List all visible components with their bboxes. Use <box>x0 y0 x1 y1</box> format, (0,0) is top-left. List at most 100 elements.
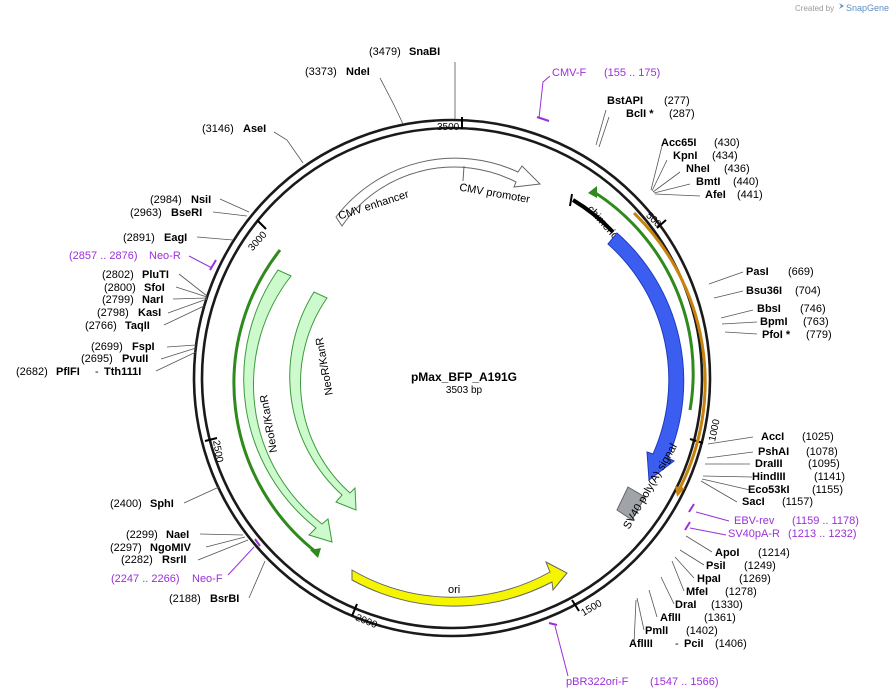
site-pmli-name[interactable]: PmlI <box>645 625 668 637</box>
credit-prefix: Created by <box>795 4 834 13</box>
primer-sv40pa-r[interactable]: SV40pA-R (1213 .. 1232) <box>684 521 857 540</box>
site-bseri-name[interactable]: BseRI <box>171 207 202 219</box>
site-rsrii-name[interactable]: RsrII <box>162 554 186 566</box>
site-apoi-name[interactable]: ApoI <box>715 547 739 559</box>
site-naei-name[interactable]: NaeI <box>166 529 189 541</box>
snapgene-logo-icon <box>839 3 844 9</box>
site-pluti-name[interactable]: PluTI <box>142 269 169 281</box>
site-nhei-name[interactable]: NheI <box>686 163 710 175</box>
site-acc65i-name[interactable]: Acc65I <box>661 137 696 149</box>
primer-pbr322ori-f-bar <box>548 622 558 626</box>
site-nari-name[interactable]: NarI <box>142 294 163 306</box>
site-sfoi-name[interactable]: SfoI <box>144 282 165 294</box>
primer-ebv-rev-range: (1159 .. 1178) <box>792 515 859 527</box>
site-sphi-pos: (2400) <box>110 498 142 510</box>
credit-brand: SnapGene <box>846 3 889 13</box>
site-ngomiv-pos: (2297) <box>110 542 142 554</box>
site-kpni-pos: (434) <box>712 150 738 162</box>
plasmid-length: 3503 bp <box>446 385 483 396</box>
site-afliii-name[interactable]: AflIII <box>629 638 653 650</box>
site-kpni-name[interactable]: KpnI <box>673 150 697 162</box>
sv40-signal-box[interactable] <box>616 486 646 521</box>
site-psii-pos: (1249) <box>744 560 776 572</box>
tick-label-1000: 1000 <box>707 418 722 442</box>
site-bpmi-name[interactable]: BpmI <box>760 316 788 328</box>
orf-green-left-arrowhead <box>310 548 321 558</box>
site-afei-name[interactable]: AfeI <box>705 189 726 201</box>
site-bsrbi-name[interactable]: BsrBI <box>210 593 239 605</box>
site-mfei-name[interactable]: MfeI <box>686 586 708 598</box>
site-sphi-name[interactable]: SphI <box>150 498 174 510</box>
site-pflfi-pos: (2682) <box>16 366 48 378</box>
site-hindiii-name[interactable]: HindIII <box>752 471 786 483</box>
primer-ebv-rev[interactable]: EBV-rev (1159 .. 1178) <box>688 503 859 527</box>
site-pflfi-sep: - <box>95 366 99 378</box>
chimeric-intron-bar[interactable] <box>571 198 615 234</box>
site-bsu36i-name[interactable]: Bsu36I <box>746 285 782 297</box>
site-kasi-name[interactable]: KasI <box>138 307 161 319</box>
neor-kanr-inner-label: NeoR/KanR <box>314 336 336 396</box>
primer-neo-f[interactable]: (2247 .. 2266) Neo-F <box>111 538 261 585</box>
site-ngomiv-name[interactable]: NgoMIV <box>150 542 192 554</box>
site-pflfi-name[interactable]: PflFI <box>56 366 80 378</box>
neor-kanr-outer-arrow[interactable] <box>243 269 333 543</box>
site-pasi-name[interactable]: PasI <box>746 266 769 278</box>
site-draiii-name[interactable]: DraIII <box>755 458 783 470</box>
site-fspi-name[interactable]: FspI <box>132 341 155 353</box>
site-taqii-pos: (2766) <box>85 320 117 332</box>
site-bsu36i-pos: (704) <box>795 285 821 297</box>
site-bsrbi-pos: (2188) <box>169 593 201 605</box>
site-eagi-name[interactable]: EagI <box>164 232 187 244</box>
site-hpai-name[interactable]: HpaI <box>697 573 721 585</box>
ori-arrow[interactable] <box>351 560 568 607</box>
site-pshai-name[interactable]: PshAI <box>758 446 789 458</box>
site-apoi-pos: (1214) <box>758 547 790 559</box>
site-drai-name[interactable]: DraI <box>675 599 696 611</box>
site-pshai-pos: (1078) <box>806 446 838 458</box>
site-pvuii-name[interactable]: PvuII <box>122 353 148 365</box>
site-snabi-name[interactable]: SnaBI <box>409 46 440 58</box>
sites-right: BstAPI (277) BclI * (287) Acc65I (430) K… <box>607 95 845 650</box>
site-pvuii-pos: (2695) <box>81 353 113 365</box>
site-nsii-name[interactable]: NsiI <box>191 194 211 206</box>
primer-pbr322ori-f[interactable]: pBR322ori-F (1547 .. 1566) <box>548 622 719 688</box>
snapgene-credit: Created by SnapGene <box>795 3 889 13</box>
primer-neo-r-range: (2857 .. 2876) <box>69 250 138 262</box>
backbone-inner-circle <box>200 126 704 630</box>
site-taqii-name[interactable]: TaqII <box>125 320 150 332</box>
site-bbsi-name[interactable]: BbsI <box>757 303 781 315</box>
cmv-divider <box>462 165 465 182</box>
orf-green-right-arrowhead <box>588 186 597 198</box>
site-bcli-name[interactable]: BclI * <box>626 108 654 120</box>
site-bstapi-name[interactable]: BstAPI <box>607 95 643 107</box>
orf-orange-right-arrowhead <box>675 486 685 497</box>
site-asei-pos: (3146) <box>202 123 234 135</box>
site-nari-pos: (2799) <box>102 294 134 306</box>
site-tth111i-name[interactable]: Tth111I <box>104 366 141 378</box>
site-psii-name[interactable]: PsiI <box>706 560 726 572</box>
primer-cmv-f[interactable]: CMV-F (155 .. 175) <box>536 67 660 122</box>
site-hpai-pos: (1269) <box>739 573 771 585</box>
cmv-promoter-arrow[interactable] <box>335 157 542 227</box>
tick-mark-3000 <box>256 219 267 230</box>
primer-sv40pa-r-leader <box>689 527 727 536</box>
primer-neo-f-bar <box>254 538 261 547</box>
site-ndei-name[interactable]: NdeI <box>346 66 370 78</box>
neor-kanr-inner-arrow[interactable] <box>289 291 357 511</box>
site-aflii-name[interactable]: AflII <box>660 612 681 624</box>
site-eco53ki-name[interactable]: Eco53kI <box>748 484 790 496</box>
plasmid-name: pMax_BFP_A191G <box>411 370 517 384</box>
site-eco53ki-pos: (1155) <box>812 484 843 496</box>
tick-mark-2500 <box>204 437 218 442</box>
site-pcii-name[interactable]: PciI <box>684 638 704 650</box>
site-acci-name[interactable]: AccI <box>761 431 784 443</box>
primer-neo-r[interactable]: (2857 .. 2876) Neo-R <box>69 250 217 271</box>
site-asei-name[interactable]: AseI <box>243 123 266 135</box>
site-bmti-name[interactable]: BmtI <box>696 176 720 188</box>
tagbfp-arrow[interactable] <box>607 232 685 481</box>
site-bcli-pos: (287) <box>669 108 695 120</box>
site-pfoi-name[interactable]: PfoI * <box>762 329 791 341</box>
site-saci-name[interactable]: SacI <box>742 496 765 508</box>
primer-pbr322ori-f-name: pBR322ori-F <box>566 676 629 688</box>
tick-label-3500: 3500 <box>437 122 460 133</box>
